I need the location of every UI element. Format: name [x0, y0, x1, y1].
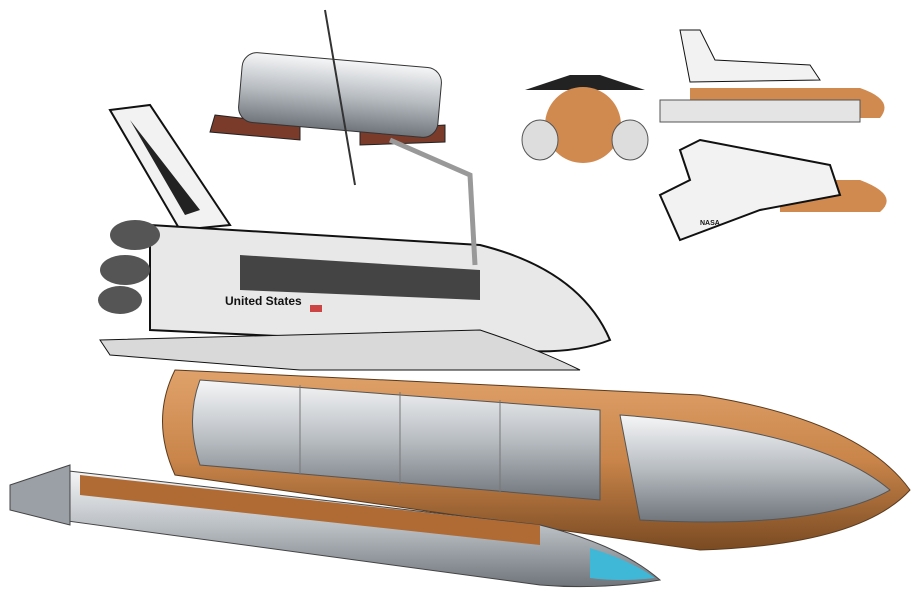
hubble-telescope [209, 9, 478, 266]
front-view [521, 75, 649, 163]
orbiter-marking: United States [225, 294, 302, 308]
top-view: NASA [658, 138, 887, 242]
orbiter: United States [98, 103, 612, 371]
solid-rocket-booster [9, 464, 662, 588]
external-tank [162, 369, 911, 551]
wing-marking: NASA [700, 220, 720, 227]
side-view [659, 29, 885, 123]
